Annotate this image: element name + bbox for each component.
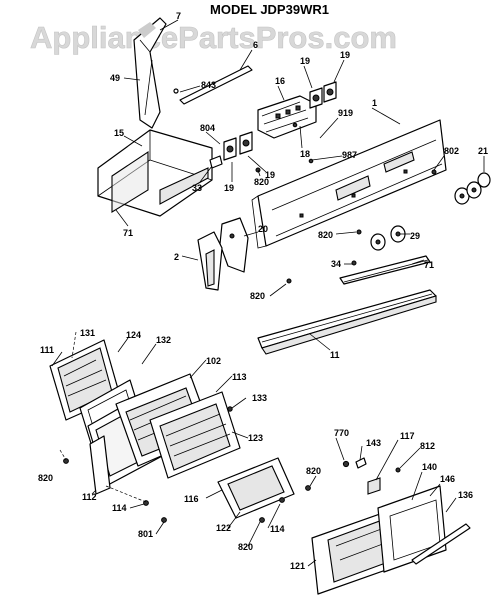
callout-114-b: 114 [270,524,285,534]
part-knobs-29 [370,225,406,251]
part-bracket-plate [219,217,249,273]
callout-143: 143 [366,438,381,448]
watermark: AppliancePartsPros.com [30,20,397,55]
part-clip [209,155,223,169]
part-slide-136 [411,523,471,565]
leader-lines [115,19,485,351]
callout-1: 1 [372,98,377,108]
callout-124: 124 [126,330,141,340]
callout-820-d: 820 [38,473,53,483]
callout-11: 11 [330,350,340,360]
callout-71-a: 71 [123,228,133,238]
callout-21: 21 [478,146,488,156]
callout-987: 987 [342,150,357,160]
part-switch-lower-a [223,137,237,161]
callout-34: 34 [331,259,341,269]
callout-802: 802 [444,146,459,156]
callout-7: 7 [176,11,181,21]
callout-136: 136 [458,490,473,500]
part-control-board [257,95,317,139]
part-end-bracket [197,231,223,291]
part-end-cap [97,129,213,217]
callout-19-b: 19 [340,50,350,60]
callout-812: 812 [420,441,435,451]
callout-770: 770 [334,428,349,438]
callout-132: 132 [156,335,171,345]
callout-122: 122 [216,523,231,533]
leader-lines-lower [51,331,457,567]
callout-18: 18 [300,149,310,159]
callout-6: 6 [253,40,258,50]
drawer-small-parts [342,457,401,495]
callout-29: 29 [410,231,420,241]
callout-113: 113 [232,372,247,382]
callout-820-b: 820 [318,230,333,240]
callout-19-d: 19 [265,170,275,180]
callout-114-a: 114 [112,503,127,513]
screws-door [63,406,311,523]
callout-919: 919 [338,108,353,118]
diagram-title: MODEL JDP39WR1 [210,2,329,17]
part-knobs-21 [454,172,491,205]
callout-20: 20 [258,224,268,234]
part-door-glass-123 [149,391,241,479]
callout-146: 146 [440,474,455,484]
part-switch-upper-a [309,87,323,109]
callout-112: 112 [82,492,97,502]
part-trim-71 [339,255,431,285]
part-door-bottom-116 [217,457,295,519]
part-switch-upper-b [323,81,337,103]
part-control-panel [251,119,447,249]
screws-upper [255,122,437,284]
callout-111: 111 [40,345,54,355]
callout-140: 140 [422,462,437,472]
callout-19-c: 19 [224,183,234,193]
callout-820-a: 820 [254,177,269,187]
callout-801: 801 [138,529,153,539]
callout-16: 16 [275,76,285,86]
part-strip [173,65,253,105]
part-switch-lower-b [239,131,253,155]
callout-820-f: 820 [238,542,253,552]
callout-116: 116 [184,494,199,504]
callout-843: 843 [201,80,216,90]
callout-2: 2 [174,252,179,262]
callout-117: 117 [400,431,415,441]
callout-19-a: 19 [300,56,310,66]
callout-33: 33 [192,183,202,193]
callout-49: 49 [110,73,120,83]
callout-820-c: 820 [250,291,265,301]
callout-121: 121 [290,561,305,571]
part-side-trim [133,17,167,129]
callout-15: 15 [114,128,124,138]
part-door-side-112 [89,435,111,495]
callout-820-e: 820 [306,466,321,476]
part-channel-11 [257,289,437,355]
callout-133: 133 [252,393,267,403]
callout-labels: 7 6 49 843 16 19 19 1 15 804 18 919 987 … [38,11,488,571]
callout-123: 123 [248,433,263,443]
callout-71-b: 71 [424,260,434,270]
callout-131: 131 [80,328,95,338]
callout-102: 102 [206,356,221,366]
callout-804: 804 [200,123,215,133]
